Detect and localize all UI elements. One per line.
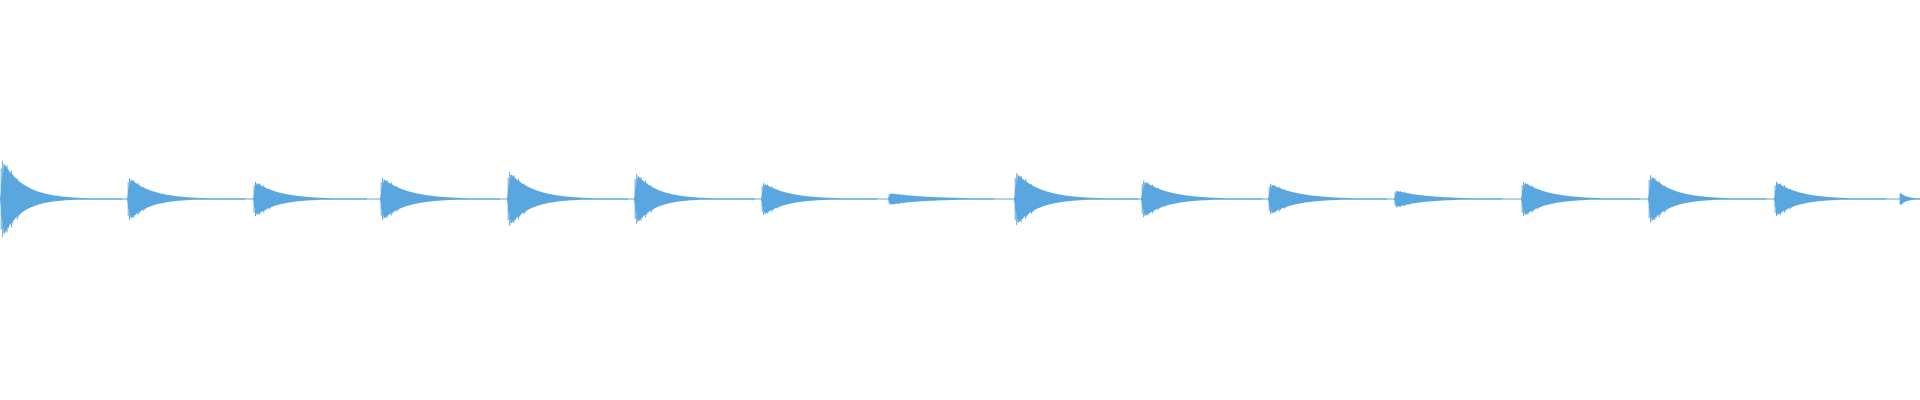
waveform-segments: [0, 160, 1920, 238]
